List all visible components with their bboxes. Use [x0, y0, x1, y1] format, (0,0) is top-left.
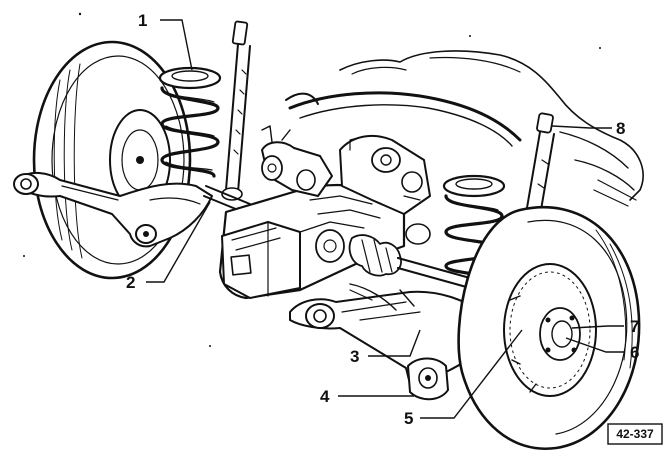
engine-mount — [261, 125, 333, 197]
leader-8 — [551, 125, 612, 129]
leader-6 — [565, 337, 624, 353]
leader-7 — [571, 325, 624, 329]
callout-8: 8 — [616, 119, 625, 138]
body-floor-pan — [285, 50, 644, 207]
callout-4: 4 — [320, 387, 330, 406]
callout-7: 7 — [630, 317, 639, 336]
left-shock-absorber — [221, 20, 251, 201]
leader-1 — [160, 19, 193, 71]
leader-3 — [368, 329, 421, 357]
callout-6: 6 — [630, 343, 639, 362]
right-wheel — [457, 205, 641, 451]
right-drive-shaft — [348, 223, 472, 290]
callout-labels: 1 2 3 4 5 6 7 8 — [126, 11, 639, 428]
callout-3: 3 — [350, 347, 359, 366]
gearbox-differential — [218, 134, 431, 300]
leader-2 — [146, 201, 211, 283]
stipple-marks — [23, 12, 601, 347]
leader-5 — [420, 329, 523, 419]
figure-code: 42-337 — [616, 427, 654, 441]
left-trailing-arm — [13, 172, 213, 248]
callout-5: 5 — [404, 409, 413, 428]
callout-2: 2 — [126, 273, 135, 292]
callout-leaders — [146, 19, 624, 419]
callout-1: 1 — [138, 11, 147, 30]
right-coil-spring — [442, 174, 506, 282]
figure-code-box: 42-337 — [607, 423, 663, 445]
left-coil-spring — [158, 66, 222, 178]
